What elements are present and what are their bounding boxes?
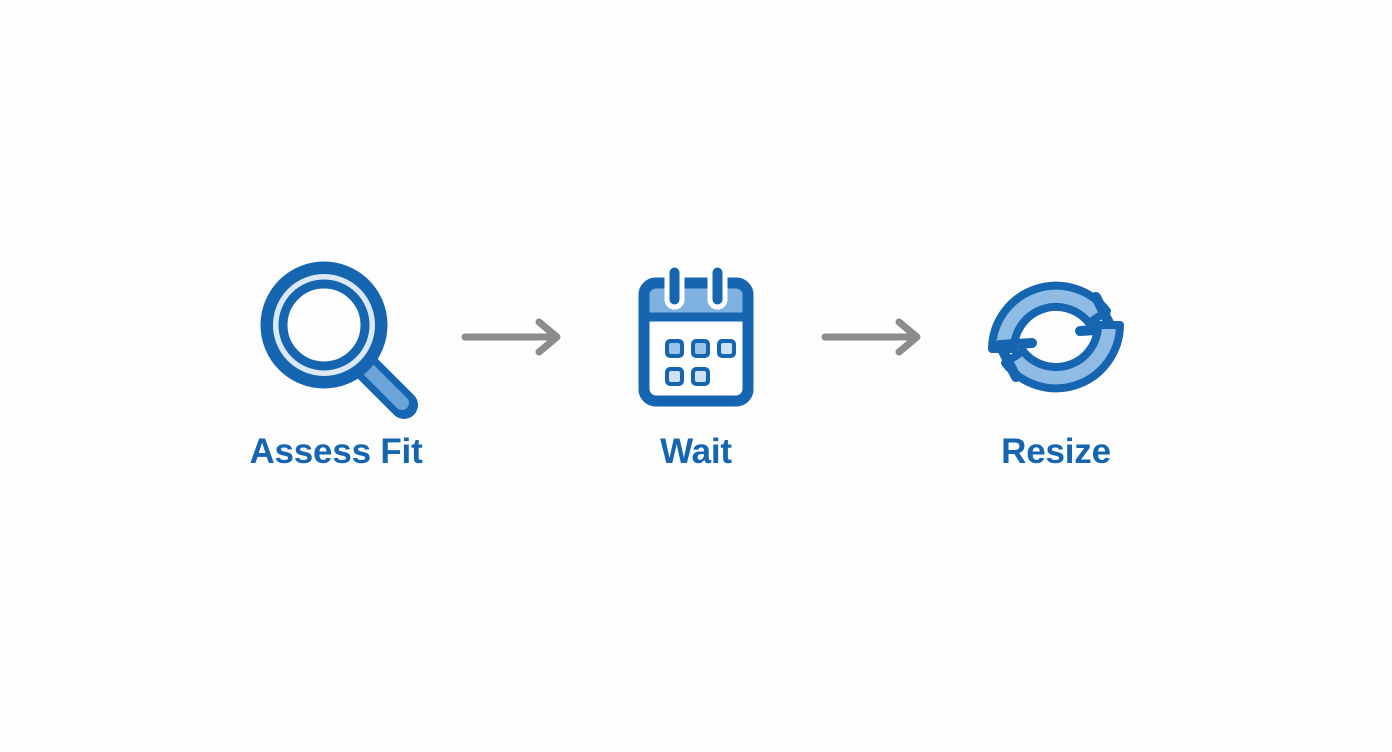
process-step-assess-fit: Assess Fit xyxy=(236,252,436,469)
process-step-label: Wait xyxy=(660,432,732,471)
flow-connector xyxy=(796,252,956,422)
flow-connector xyxy=(436,252,596,422)
process-step-label: Assess Fit xyxy=(249,432,423,471)
process-step-label: Resize xyxy=(1001,432,1111,471)
arrow-right-icon xyxy=(821,318,921,356)
arrow-right-icon xyxy=(461,318,561,356)
process-step-wait: Wait xyxy=(596,252,796,469)
refresh-cycle-icon xyxy=(971,252,1141,422)
calendar-icon xyxy=(611,252,781,422)
magnifying-glass-icon xyxy=(251,252,421,422)
process-step-resize: Resize xyxy=(956,252,1156,469)
